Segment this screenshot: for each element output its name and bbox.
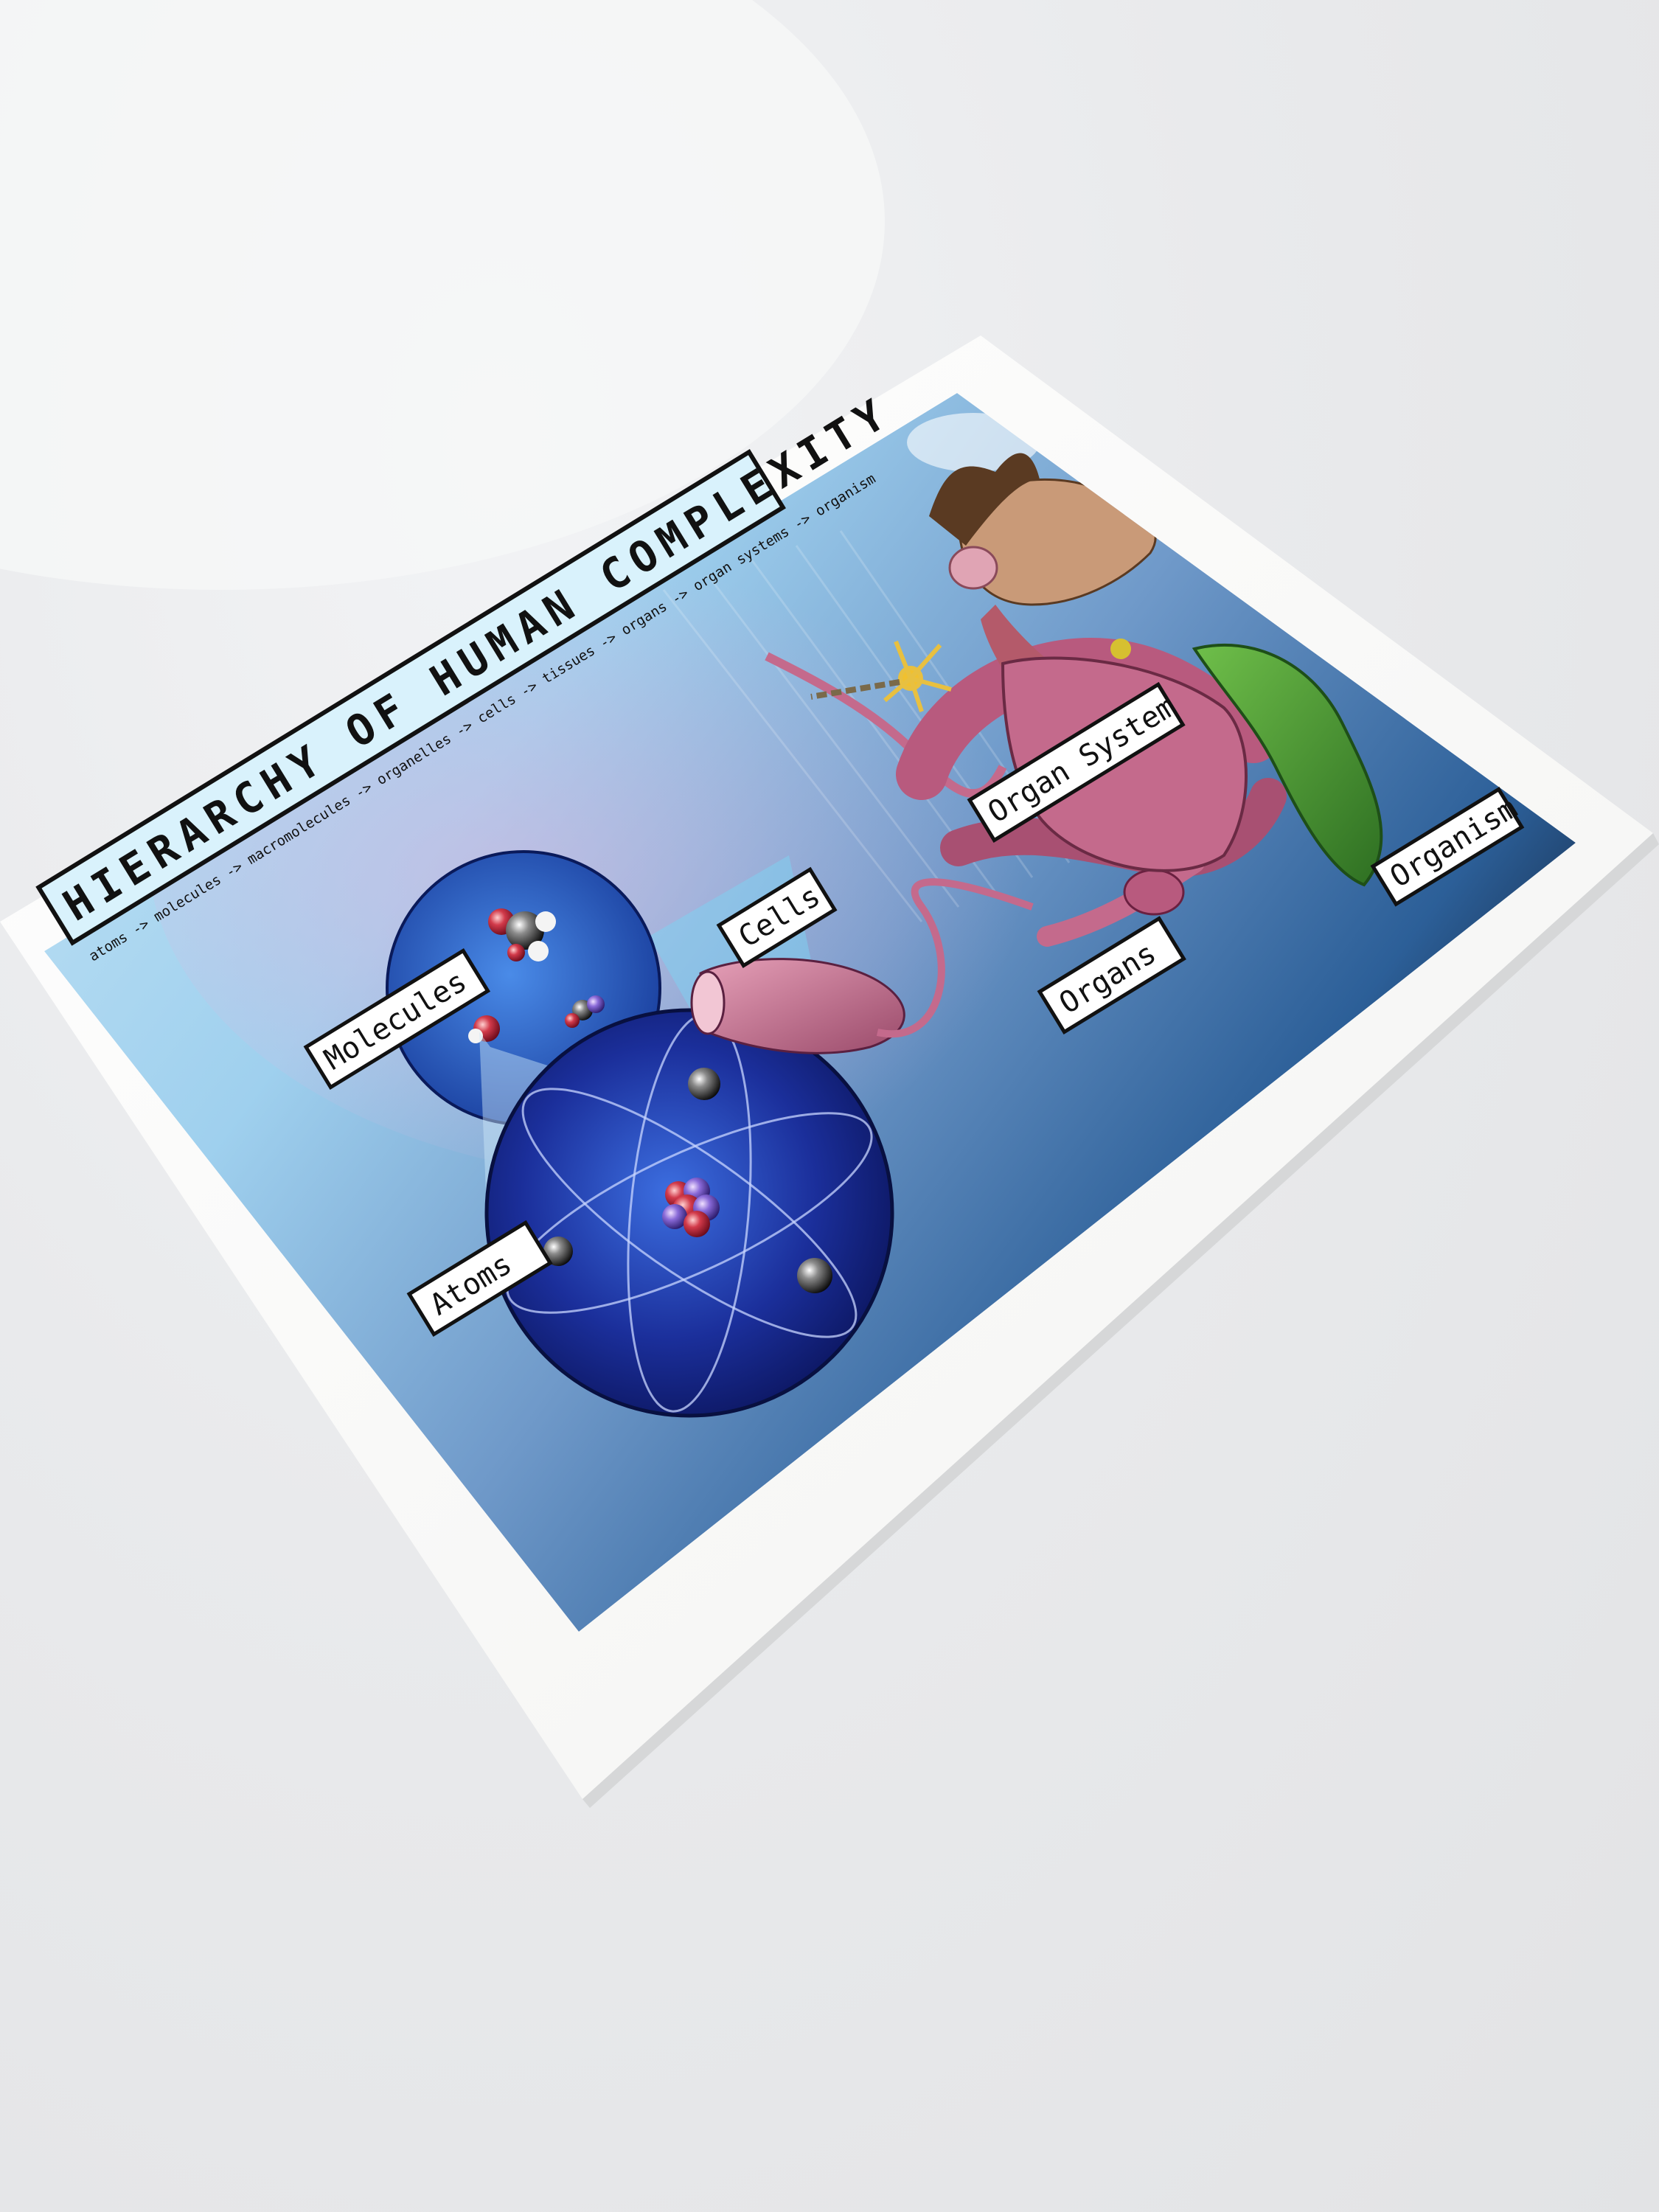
table-highlight bbox=[0, 0, 885, 590]
neuron bbox=[810, 640, 952, 712]
green-lung bbox=[1192, 643, 1383, 887]
title-box bbox=[35, 449, 786, 946]
atom-nucleus bbox=[662, 1178, 720, 1237]
atoms-diagram bbox=[484, 1008, 894, 1418]
cell-tissue-illustration bbox=[690, 878, 1034, 1054]
paper-shadow-edge bbox=[582, 833, 1659, 1808]
organ-systems-illustration bbox=[765, 453, 1383, 947]
thyroid bbox=[1110, 639, 1131, 659]
electron bbox=[797, 1258, 832, 1293]
electron bbox=[688, 1068, 720, 1100]
electron bbox=[543, 1237, 573, 1266]
